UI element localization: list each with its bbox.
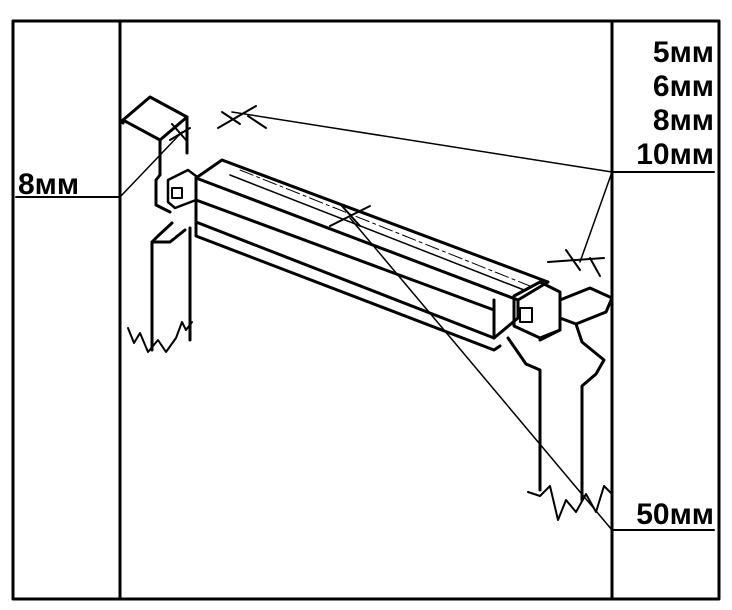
right-thickness-label-1: 5мм bbox=[652, 36, 714, 69]
right-thickness-label-2: 6мм bbox=[652, 70, 714, 103]
dimension-ticks bbox=[169, 105, 605, 277]
left-post bbox=[121, 95, 198, 353]
right-thickness-label-4: 10мм bbox=[636, 138, 714, 171]
right-thickness-label-3: 8мм bbox=[652, 104, 714, 137]
right-support bbox=[506, 280, 614, 521]
left-thickness-label: 8мм bbox=[18, 168, 80, 201]
bottom-right-label: 50мм bbox=[636, 498, 714, 531]
main-beam bbox=[194, 158, 550, 352]
outer-border bbox=[11, 19, 721, 601]
leader-lines bbox=[119, 111, 613, 531]
